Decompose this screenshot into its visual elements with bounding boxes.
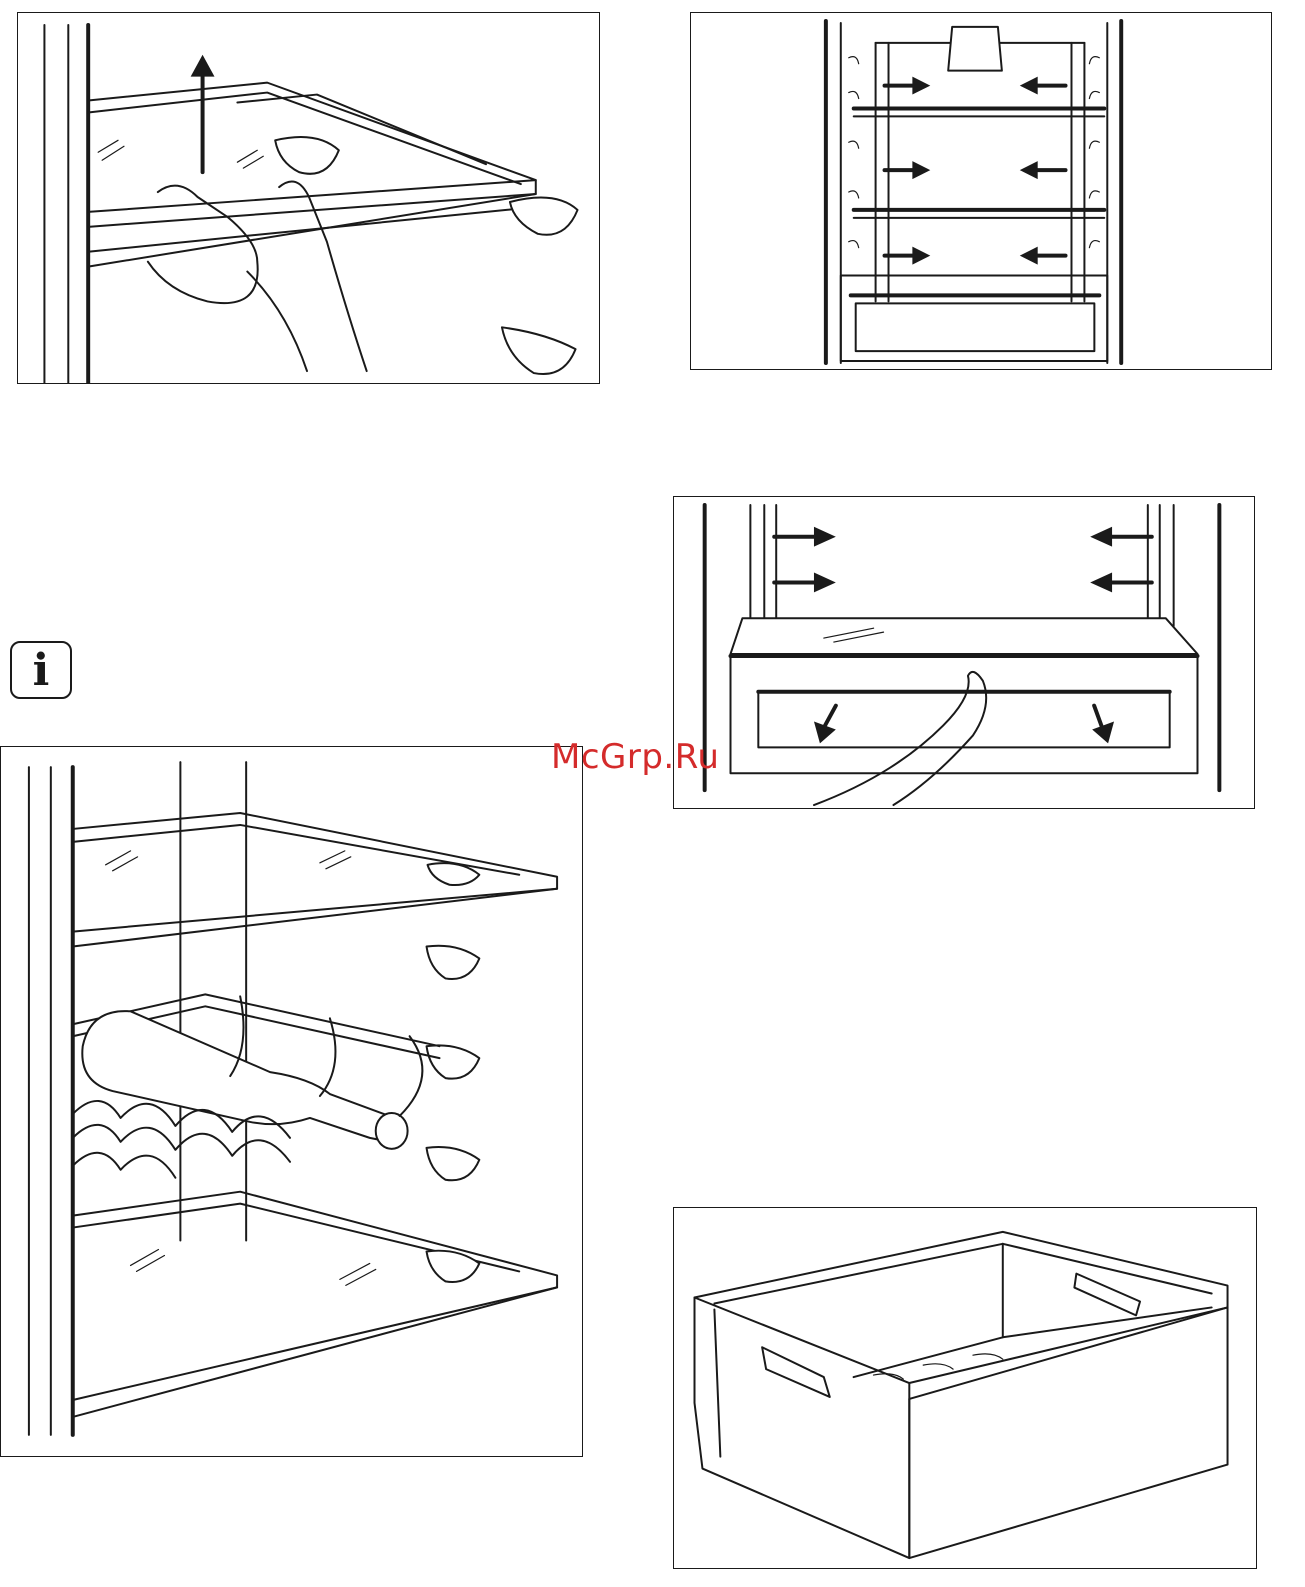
crisper-drawer-figure xyxy=(673,1207,1257,1569)
shelf-positions-figure xyxy=(690,12,1272,370)
crisper-cover-illustration xyxy=(674,497,1254,808)
cabinet-shelf-positions-illustration xyxy=(691,13,1271,369)
shelf-lift-illustration xyxy=(18,13,599,383)
info-icon: i xyxy=(10,641,72,699)
info-glyph: i xyxy=(12,645,70,697)
shelf-removal-figure xyxy=(17,12,600,384)
bottle-rack-illustration xyxy=(1,747,582,1456)
crisper-cover-removal-figure xyxy=(673,496,1255,809)
crisper-drawer-illustration xyxy=(674,1208,1256,1568)
bottle-rack-figure xyxy=(0,746,583,1457)
watermark: McGrp.Ru xyxy=(551,737,719,777)
